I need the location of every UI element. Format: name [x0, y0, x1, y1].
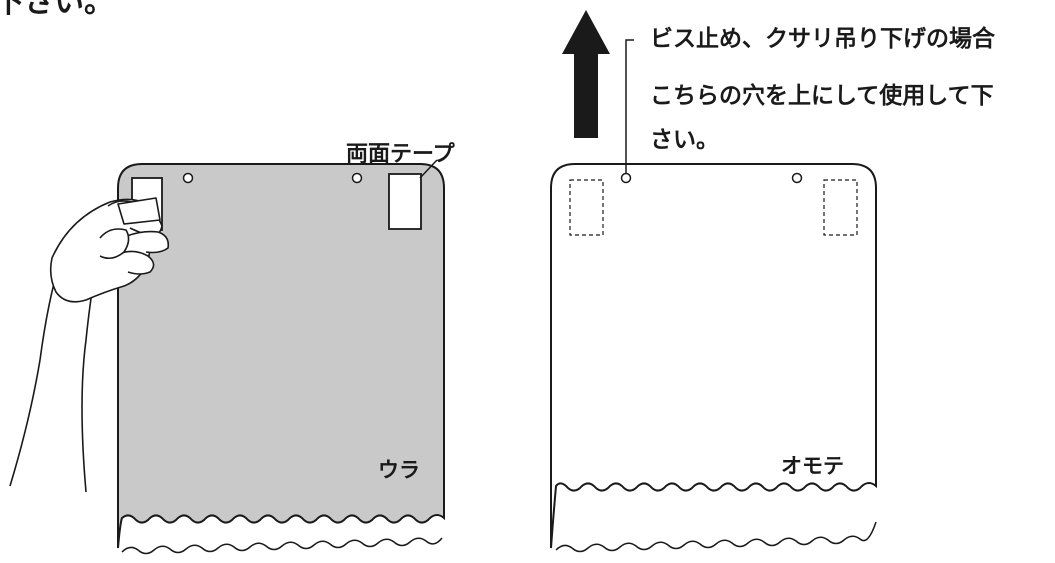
tape-outline-left: [569, 179, 604, 236]
instruction-line-1: ビス止め、クサリ吊り下げの場合: [650, 25, 996, 52]
hang-hole: [620, 172, 632, 184]
heading-fragment: 下さい。: [0, 0, 114, 20]
hang-hole: [791, 172, 803, 184]
back-panel: [117, 159, 445, 555]
back-side-label: ウラ: [378, 458, 420, 482]
wavy-cut-line: [555, 521, 877, 553]
hand-illustration: [9, 197, 170, 493]
hand-finger: [121, 230, 170, 254]
callout-leader: [419, 159, 438, 179]
instruction-leader: [625, 39, 634, 173]
tape-callout-label: 両面テープ: [346, 142, 456, 167]
back-panel-shape: [117, 163, 445, 549]
instruction-line-2: こちらの穴を上にして使用して下: [650, 82, 994, 109]
instruction-line-3: さい。: [650, 127, 719, 153]
wavy-cut-line: [121, 537, 443, 555]
front-side-label: オモテ: [781, 454, 844, 478]
tape-strip-right: [388, 173, 422, 230]
hand-finger: [99, 228, 130, 260]
hand-finger: [117, 250, 155, 275]
hang-hole: [182, 172, 194, 184]
front-panel: [550, 39, 877, 553]
hang-hole: [351, 172, 363, 184]
tape-outline-right: [823, 179, 858, 236]
tape-backing: [117, 197, 161, 225]
up-arrow-icon: [562, 10, 610, 138]
front-panel-shape: [550, 163, 877, 549]
